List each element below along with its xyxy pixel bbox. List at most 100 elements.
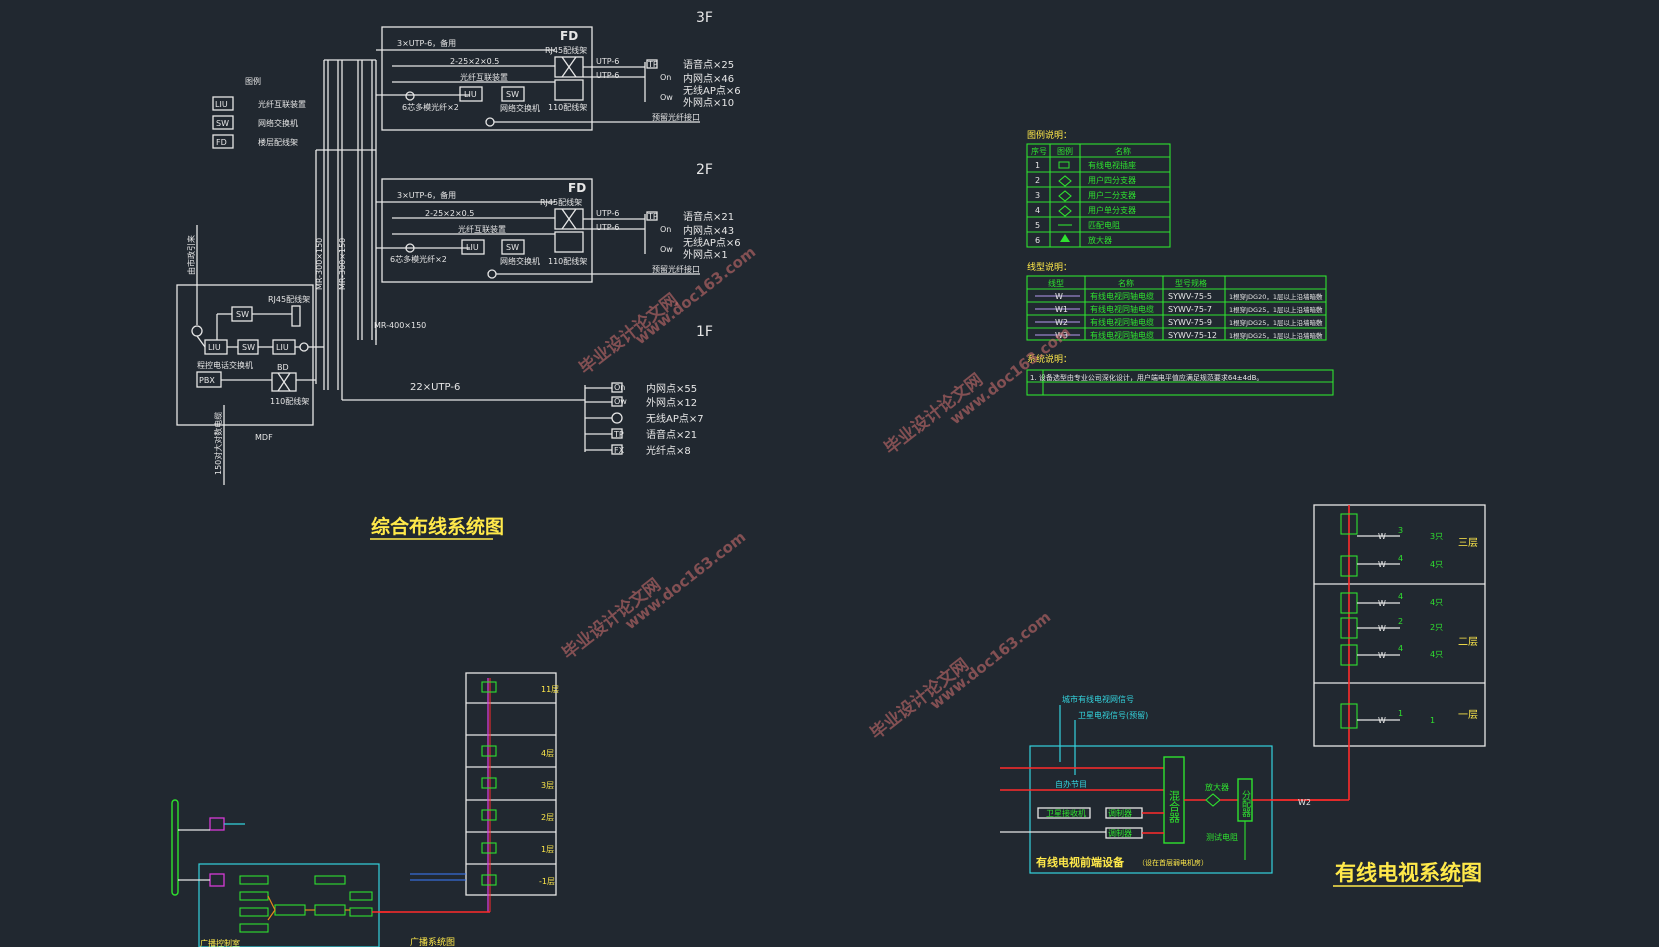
line-row-0-type: W <box>1055 292 1063 301</box>
legend-sw-code: SW <box>216 119 229 128</box>
broadcast-floor-4: 1层 <box>541 845 554 854</box>
broadcast-room: 广播控制室 <box>171 799 466 947</box>
amp-label: 放大器 <box>1205 782 1229 792</box>
fd-3f-110: 110配线架 <box>548 102 587 112</box>
fd-2f-fiber-patch: 光纤互联装置 <box>458 224 506 234</box>
line-row-3-install: 1根穿JDG25，1层以上沿墙暗敷 <box>1229 331 1323 340</box>
catv-w-f3a: W <box>1378 532 1386 541</box>
catv-floor-1: 一层 <box>1458 709 1478 721</box>
headend-box <box>1029 745 1273 874</box>
headend-signal-1: 城市有线电视网信号 <box>1062 694 1134 704</box>
broadcast-floor-5: -1层 <box>539 877 555 886</box>
fd-3f-cable-25: 2-25×2×0.5 <box>450 57 499 66</box>
line-row-0-install: 1根穿JDG20，1层以上沿墙暗敷 <box>1229 292 1323 301</box>
floor-1-distribution: 22×UTP-6 On Ow TP FX 内网点×55 外网点×12 无线AP点… <box>342 382 704 457</box>
catv-branch-0-n: 3 <box>1398 526 1403 535</box>
floor-label-2f: 2F <box>696 162 713 178</box>
floor-label-1f: 1F <box>696 324 713 340</box>
catv-branch-4-n: 4 <box>1398 644 1403 653</box>
fd-2f-outlet-0: 语音点×21 <box>683 210 734 223</box>
floor-1-tp: TP <box>613 430 624 439</box>
legend-liu-code: LIU <box>215 100 228 109</box>
fd-3f-sw: SW <box>506 90 519 99</box>
catv-w-f3b: W <box>1378 560 1386 569</box>
watermark-1a: 毕业设计论文网 <box>575 289 682 379</box>
catv-floor-3: 三层 <box>1458 537 1478 549</box>
fd-2f-outlet-3: 外网点×1 <box>683 249 728 261</box>
mdf-cabinet: MDF 由市政引来 150对大对数电缆 RJ45配线架 SW LIU SW LI… <box>176 225 324 485</box>
fd-2f-fiber-core: 6芯多模光纤×2 <box>390 254 447 264</box>
mdf-liu-2: LIU <box>276 343 289 352</box>
legend-fd-code: FD <box>216 138 227 147</box>
fd-3f-liu: LIU <box>464 90 477 99</box>
system-note-title: 系统说明： <box>1027 353 1072 365</box>
line-row-2-spec: SYWV-75-9 <box>1168 318 1212 327</box>
catv-branch-3-pts: 2只 <box>1430 623 1443 632</box>
catv-legend-table: 图例说明： 序号 图例 名称 1 有线电视插座 2 用户四分支器 3 用户二分支… <box>1026 129 1171 248</box>
floor-1-ow: Ow <box>614 397 627 406</box>
broadcast-title: 广播系统图 <box>410 936 455 947</box>
fd-2f-liu: LIU <box>466 243 479 252</box>
line-row-3-type: W3 <box>1055 331 1068 340</box>
mdf-incoming-bottom: 150对大对数电缆 <box>213 412 223 475</box>
legend-table-h0: 序号 <box>1031 146 1047 156</box>
fd-2f-outlet-2: 无线AP点×6 <box>683 236 741 249</box>
headend-mod-2: 调制器 <box>1108 828 1132 838</box>
mdf-incoming-top: 由市政引来 <box>186 235 196 275</box>
line-row-1-spec: SYWV-75-7 <box>1168 305 1212 314</box>
fd-3f-outlet-0: 语音点×25 <box>683 58 734 71</box>
floor-label-3f: 3F <box>696 10 713 26</box>
legend-row-2-name: 用户二分支器 <box>1088 190 1136 200</box>
cabling-title: 综合布线系统图 <box>371 515 504 538</box>
fd-3f-rj45: RJ45配线架 <box>545 45 587 55</box>
legend-row-0-name: 有线电视插座 <box>1088 160 1136 170</box>
legend-row-4-name: 匹配电阻 <box>1088 220 1120 230</box>
fd-2f-on: On <box>660 225 671 234</box>
headend-signal-2: 卫星电视信号(预留) <box>1078 710 1148 720</box>
fd-2f-reserve: 预留光纤接口 <box>652 264 700 274</box>
catv-line-table: 线型说明： 线型 名称 型号规格 W W1 W2 W3 有线电视同轴电缆 有线电… <box>1026 261 1327 341</box>
mdf-110: 110配线架 <box>270 396 309 406</box>
legend-fd-box <box>212 134 234 149</box>
mdf-pbx-label: 程控电话交换机 <box>197 360 253 370</box>
broadcast-riser: 11层 4层 3层 2层 1层 -1层 广播系统图 <box>378 672 559 947</box>
legend-row-5-name: 放大器 <box>1088 235 1112 245</box>
tray-label-2: MR-300×150 <box>338 238 347 290</box>
legend-row-2-no: 3 <box>1035 191 1040 200</box>
floor-1-outlet-3: 语音点×21 <box>646 428 697 441</box>
line-row-2-type: W2 <box>1055 318 1068 327</box>
legend-row-4-no: 5 <box>1035 221 1040 230</box>
catv-riser-box <box>1313 504 1486 747</box>
system-note-text: 1. 设备选型由专业公司深化设计，用户端电平值应满足规范要求64±4dB。 <box>1030 373 1263 382</box>
fd-2f-rj45: RJ45配线架 <box>540 197 582 207</box>
fd-3f-utp-b: UTP-6 <box>596 71 619 80</box>
catv-system-note: 系统说明： 1. 设备选型由专业公司深化设计，用户端电平值应满足规范要求64±4… <box>1026 353 1334 396</box>
legend-row-0-no: 1 <box>1035 161 1040 170</box>
floor-1-outlet-2: 无线AP点×7 <box>646 412 704 425</box>
floor-1-on: On <box>614 383 625 392</box>
fd-3f-cabinet: FD 3×UTP-6，备用 2-25×2×0.5 RJ45配线架 UTP-6 U… <box>376 26 741 131</box>
catv-floor-2: 二层 <box>1458 636 1478 648</box>
fd-3f-outlet-3: 外网点×10 <box>683 97 734 109</box>
tray-label-1: MR-300×150 <box>315 238 324 290</box>
legend-row-3-no: 4 <box>1035 206 1040 215</box>
legend-sw-box <box>212 115 234 130</box>
mdf-label: MDF <box>255 433 273 442</box>
floor-1-outlet-1: 外网点×12 <box>646 397 697 409</box>
legend-table-title: 图例说明： <box>1027 129 1072 141</box>
line-table-title: 线型说明： <box>1027 261 1072 273</box>
fd-2f-cable-25: 2-25×2×0.5 <box>425 209 474 218</box>
fd-3f-fiber-core: 6芯多模光纤×2 <box>402 102 459 112</box>
mdf-bd: BD <box>277 363 289 372</box>
line-table-h0: 线型 <box>1048 278 1064 288</box>
fd-3f-utp-spare: 3×UTP-6，备用 <box>397 38 456 48</box>
legend-row-5-no: 6 <box>1035 236 1040 245</box>
floor-1-fx: FX <box>614 446 625 455</box>
fd-2f-utp-b: UTP-6 <box>596 223 619 232</box>
broadcast-riser-box <box>465 672 557 896</box>
fd-3f-title: FD <box>560 29 578 43</box>
fd-3f-on: On <box>660 73 671 82</box>
catv-headend: 城市有线电视网信号 卫星电视信号(预留) 自办节目 混合器 放大器 分配器 W2… <box>1000 694 1340 874</box>
catv-branch-4-pts: 4只 <box>1430 650 1443 659</box>
